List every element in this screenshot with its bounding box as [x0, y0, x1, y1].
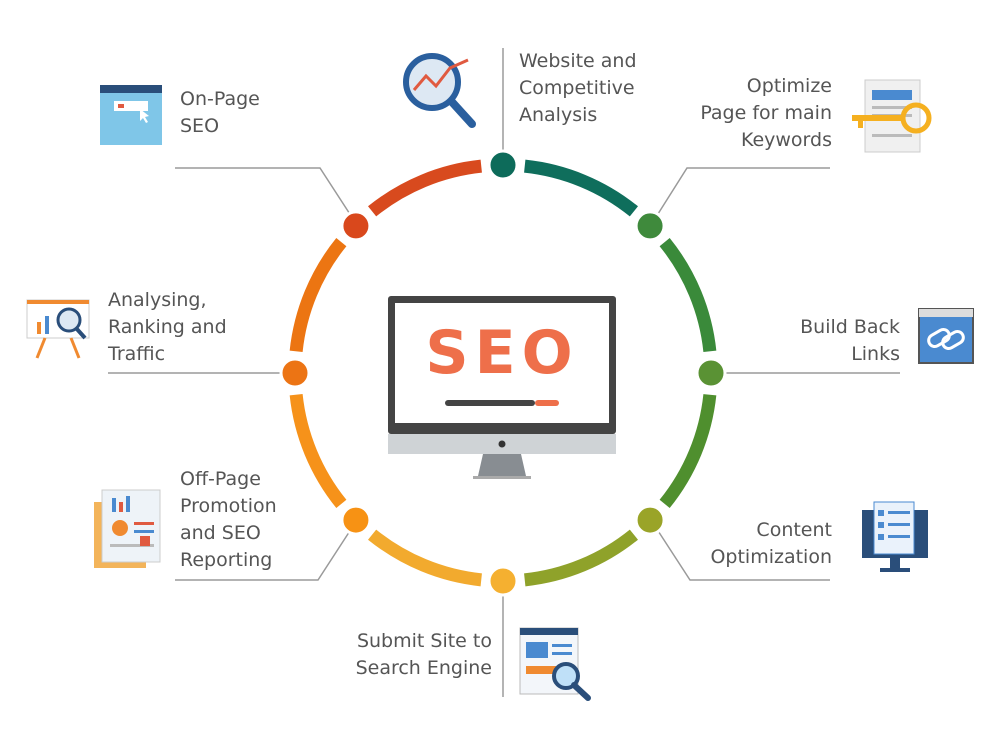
label-off-page: Off-Page Promotion and SEO Reporting	[180, 468, 277, 571]
step-node	[634, 504, 666, 536]
search-page-icon	[519, 627, 591, 701]
label-on-page: On-Page SEO	[180, 88, 260, 137]
ring-segment	[523, 159, 638, 217]
connector-line	[175, 167, 358, 226]
browser-window-icon	[100, 85, 162, 145]
step-node	[634, 210, 666, 242]
presentation-board-icon	[26, 299, 90, 359]
connector-line	[175, 519, 358, 581]
step-node	[279, 357, 311, 389]
ring-segment	[659, 238, 717, 353]
step-node	[695, 357, 727, 389]
checklist-monitor-icon	[862, 501, 928, 572]
report-documents-icon	[94, 489, 161, 568]
ring-segment	[289, 393, 347, 508]
label-submit-site: Submit Site to Search Engine	[355, 630, 492, 679]
ring-segment	[523, 529, 638, 587]
step-node	[487, 149, 519, 181]
step-node	[487, 565, 519, 597]
label-back-links: Build Back Links	[800, 316, 900, 365]
chain-link-icon	[918, 308, 974, 364]
connector-line	[650, 519, 830, 581]
label-website-analysis: Website and Competitive Analysis	[519, 50, 637, 126]
step-node	[340, 210, 372, 242]
magnifier-chart-icon	[403, 53, 476, 128]
step-node	[340, 504, 372, 536]
connector-line	[650, 167, 830, 226]
label-analysing: Analysing, Ranking and Traffic	[108, 289, 227, 365]
ring-segment	[368, 159, 483, 217]
ring-segment	[659, 393, 717, 508]
key-document-icon	[852, 79, 932, 153]
label-content-optimization: Content Optimization	[710, 519, 832, 568]
ring-segment	[368, 529, 483, 587]
seo-title: SEO	[425, 318, 579, 388]
monitor-icon	[388, 296, 616, 479]
label-optimize-keywords: Optimize Page for main Keywords	[700, 75, 832, 151]
ring-segment	[289, 238, 347, 353]
